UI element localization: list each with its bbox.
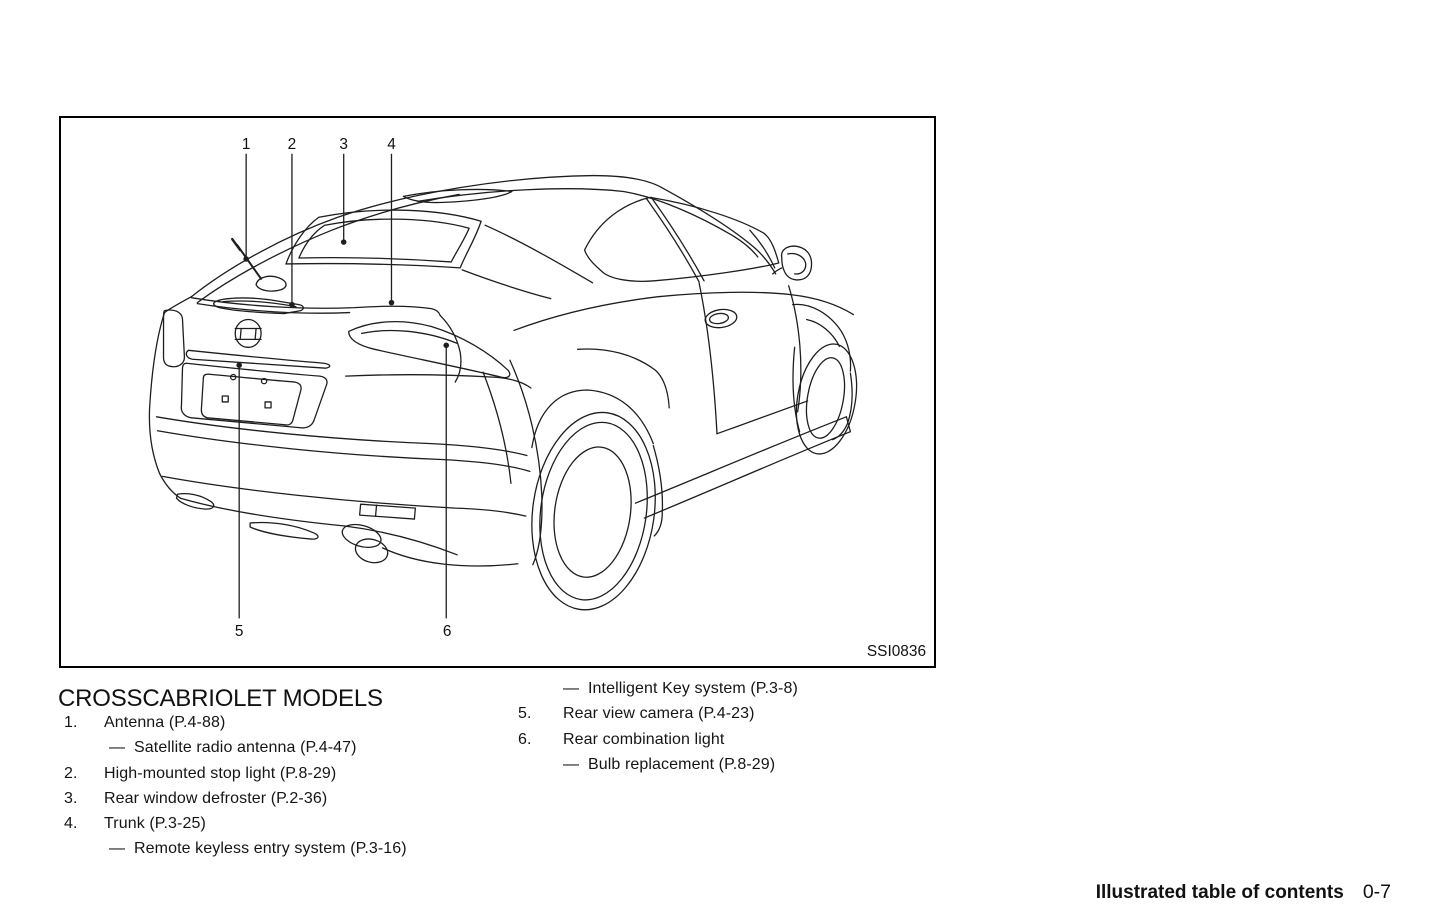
subitem-text: Bulb replacement (P.8-29) (588, 755, 776, 773)
callouts: 1 2 3 4 5 6 (235, 136, 452, 640)
item-text: High-mounted stop light (P.8-29) (104, 764, 337, 782)
callout-label-4: 4 (387, 136, 396, 153)
list-item: 2. High-mounted stop light (P.8-29) (59, 761, 529, 786)
list-item: 5. Rear view camera (P.4-23) (518, 701, 958, 726)
footer-title: Illustrated table of contents (1095, 882, 1344, 903)
list-subitem: — Remote keyless entry system (P.3-16) (59, 836, 529, 861)
car-body-outline (148, 174, 858, 611)
callout-label-3: 3 (339, 136, 348, 153)
callout-label-2: 2 (288, 136, 297, 153)
front-wheel (795, 343, 858, 455)
list-subitem: — Bulb replacement (P.8-29) (518, 752, 958, 777)
list-item: 4. Trunk (P.3-25) (59, 811, 529, 836)
parts-list-right-column: — Intelligent Key system (P.3-8) 5. Rear… (518, 676, 958, 777)
rear-wheel (531, 411, 656, 611)
rear-bumper (155, 416, 531, 567)
item-number: 2. (64, 764, 78, 782)
rear-combination-light (348, 321, 511, 379)
subitem-text: Satellite radio antenna (P.4-47) (134, 739, 357, 757)
subitem-dash: — (563, 755, 580, 773)
item-number: 6. (518, 730, 532, 748)
subitem-dash: — (109, 739, 126, 757)
page-footer: Illustrated table of contents 0-7 (1096, 881, 1391, 904)
item-text: Rear window defroster (P.2-36) (104, 789, 328, 807)
illustration-frame: 1 2 3 4 5 6 SSI0836 (59, 116, 936, 668)
subitem-text: Intelligent Key system (P.3-8) (588, 680, 798, 697)
item-number: 5. (518, 705, 532, 723)
car-rear-illustration: 1 2 3 4 5 6 SSI0836 (148, 136, 926, 660)
section-heading: CROSSCABRIOLET MODELS (58, 685, 383, 712)
parts-list-left-column: 1. Antenna (P.4-88) — Satellite radio an… (59, 710, 529, 862)
item-text: Rear view camera (P.4-23) (563, 705, 755, 723)
side-mirror (780, 245, 813, 281)
subitem-text: Remote keyless entry system (P.3-16) (134, 840, 407, 858)
subitem-dash: — (109, 840, 126, 858)
item-text: Trunk (P.3-25) (104, 815, 206, 833)
list-subitem: — Intelligent Key system (P.3-8) (518, 676, 958, 701)
list-item: 1. Antenna (P.4-88) (59, 710, 529, 735)
callout-label-6: 6 (443, 623, 452, 640)
exhaust-tip (354, 538, 389, 564)
exhaust-tip (341, 523, 382, 549)
callout-label-1: 1 (242, 136, 251, 153)
antenna (231, 237, 287, 292)
item-text: Rear combination light (563, 730, 725, 748)
door-handle (704, 308, 738, 329)
image-code: SSI0836 (867, 643, 926, 660)
item-text: Antenna (P.4-88) (104, 714, 226, 731)
item-number: 4. (64, 815, 78, 833)
nissan-emblem (234, 318, 262, 348)
list-subitem: — Satellite radio antenna (P.4-47) (59, 735, 529, 760)
license-plate (180, 349, 331, 429)
callout-label-5: 5 (235, 623, 244, 640)
item-number: 1. (64, 714, 78, 731)
list-item: 3. Rear window defroster (P.2-36) (59, 786, 529, 811)
item-number: 3. (64, 789, 78, 807)
list-item: 6. Rear combination light (518, 727, 958, 752)
footer-page-number: 0-7 (1362, 881, 1391, 903)
subitem-dash: — (563, 680, 580, 697)
